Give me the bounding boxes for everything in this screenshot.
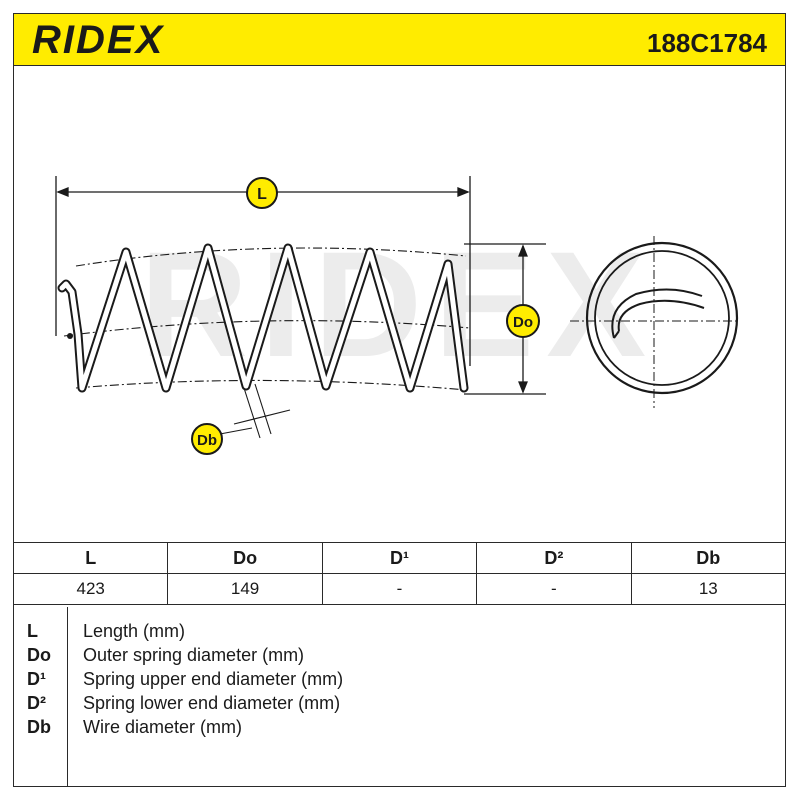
spec-value-cell: - <box>476 573 632 605</box>
spring-drawing: RIDEX L Do <box>55 176 739 455</box>
legend-desc: Outer spring diameter (mm) <box>83 645 305 665</box>
wire-diameter-label: Db <box>197 432 217 449</box>
spec-header-cell: Db <box>630 542 787 574</box>
spec-value-row: 423 149 - - 13 <box>12 573 787 605</box>
spring-coils-inner <box>59 245 467 391</box>
legend-desc: Wire diameter (mm) <box>83 717 243 737</box>
legend-key: D² <box>27 693 46 713</box>
legend-item: D² Spring lower end diameter (mm) <box>13 691 786 715</box>
spring-end-marker <box>67 333 73 339</box>
brand-logo: RIDEX <box>32 18 165 62</box>
legend: L Length (mm) Do Outer spring diameter (… <box>13 607 786 787</box>
legend-desc: Spring upper end diameter (mm) <box>83 669 344 689</box>
length-badge: L <box>246 177 278 209</box>
wire-diameter-badge: Db <box>191 423 223 455</box>
spec-header-cell: D² <box>476 542 632 574</box>
spec-value-cell: - <box>321 573 478 605</box>
spec-value-cell: 149 <box>167 573 323 605</box>
legend-item: Db Wire diameter (mm) <box>13 715 786 739</box>
legend-divider <box>67 607 68 787</box>
outer-diameter-label: Do <box>513 314 533 331</box>
spec-header-row: L Do D¹ D² Db <box>12 542 787 574</box>
legend-item: Do Outer spring diameter (mm) <box>13 643 786 667</box>
spec-header-cell: L <box>12 542 169 574</box>
wire-diameter-dimension <box>219 383 291 439</box>
header-bar: RIDEX 188C1784 <box>13 13 786 66</box>
legend-desc: Spring lower end diameter (mm) <box>83 693 341 713</box>
end-view <box>570 236 739 408</box>
spec-value-cell: 13 <box>630 573 787 605</box>
outer-diameter-badge: Do <box>506 304 540 338</box>
spec-header-cell: Do <box>167 542 323 574</box>
spec-table: L Do D¹ D² Db 423 149 - - 13 <box>12 542 787 605</box>
part-number: 188C1784 <box>647 28 767 58</box>
legend-key: Db <box>27 717 51 737</box>
legend-key: D¹ <box>27 669 46 689</box>
length-label: L <box>257 186 267 203</box>
spec-value-cell: 423 <box>12 573 169 605</box>
legend-key: L <box>27 621 38 641</box>
legend-key: Do <box>27 645 51 665</box>
legend-desc: Length (mm) <box>83 621 186 641</box>
legend-item: L Length (mm) <box>13 619 786 643</box>
legend-item: D¹ Spring upper end diameter (mm) <box>13 667 786 691</box>
spec-header-cell: D¹ <box>321 542 478 574</box>
